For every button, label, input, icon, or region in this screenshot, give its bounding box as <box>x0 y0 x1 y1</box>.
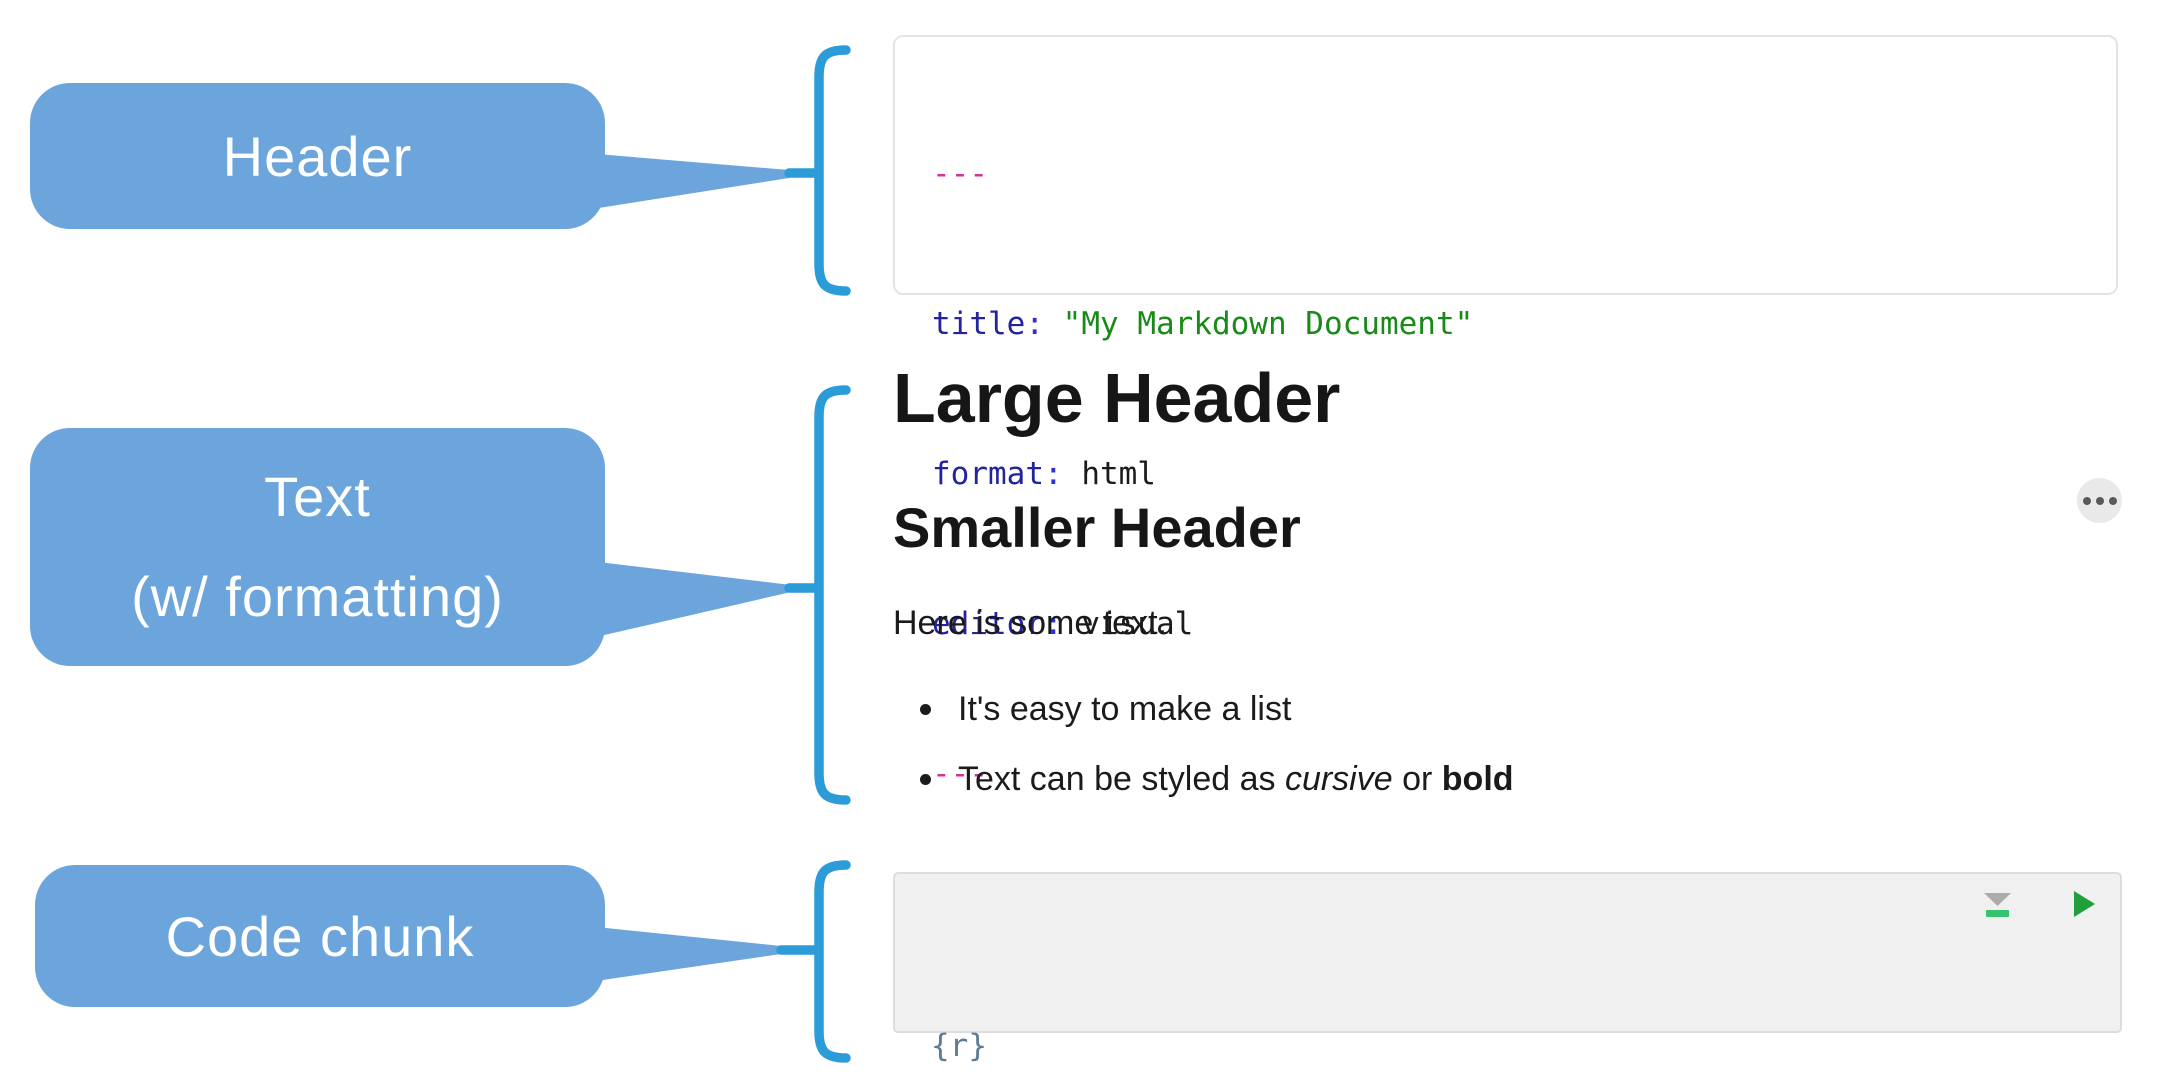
doc-heading-small: Smaller Header <box>893 496 1301 559</box>
code-brace <box>776 860 851 1063</box>
chunk-line-header: {r} <box>931 1028 987 1064</box>
callout-text-label-line2: (w/ formatting) <box>131 565 504 628</box>
yaml-line-delim-bottom: --- <box>932 756 988 792</box>
doc-heading-large: Large Header <box>893 359 1341 437</box>
yaml-line-format: format: html <box>932 456 1156 492</box>
yaml-line-editor: editor: visual <box>932 606 1194 642</box>
run-all-chunks-above-button[interactable] <box>1953 891 2014 918</box>
code-chunk-toolbar <box>1953 890 2096 918</box>
more-options-button[interactable] <box>2077 478 2122 523</box>
code-chunk-block[interactable]: {r} x <- rnorm(100) summary(x) <box>893 872 2122 1064</box>
callout-code-bubble: Code chunk <box>35 865 605 1007</box>
callout-header-label: Header <box>222 124 413 188</box>
yaml-header-block[interactable]: --- title: "My Markdown Document" format… <box>893 35 2118 792</box>
doc-bullet-item-1: It's easy to make a list <box>918 686 1514 732</box>
callout-code-label: Code chunk <box>165 904 475 968</box>
run-chunk-button[interactable] <box>2041 890 2096 918</box>
callout-text-label-line1: Text <box>264 465 371 528</box>
yaml-line-title: title: "My Markdown Document" <box>932 306 1474 342</box>
run-chunk-icon <box>2074 891 2095 917</box>
run-all-chunks-above-icon <box>1984 892 2012 917</box>
yaml-line-delim-top: --- <box>932 156 988 192</box>
text-brace <box>784 385 851 805</box>
ellipsis-icon <box>2082 496 2117 505</box>
doc-paragraph: Here is some text. <box>893 604 1167 642</box>
callout-header-bubble: Header <box>30 83 605 229</box>
doc-bullet-item-2: Text can be styled as cursive or bold <box>918 756 1514 802</box>
header-brace <box>784 45 851 296</box>
doc-bullet-list: It's easy to make a list Text can be sty… <box>918 686 1514 826</box>
callout-text-bubble: Text (w/ formatting) <box>30 428 605 666</box>
